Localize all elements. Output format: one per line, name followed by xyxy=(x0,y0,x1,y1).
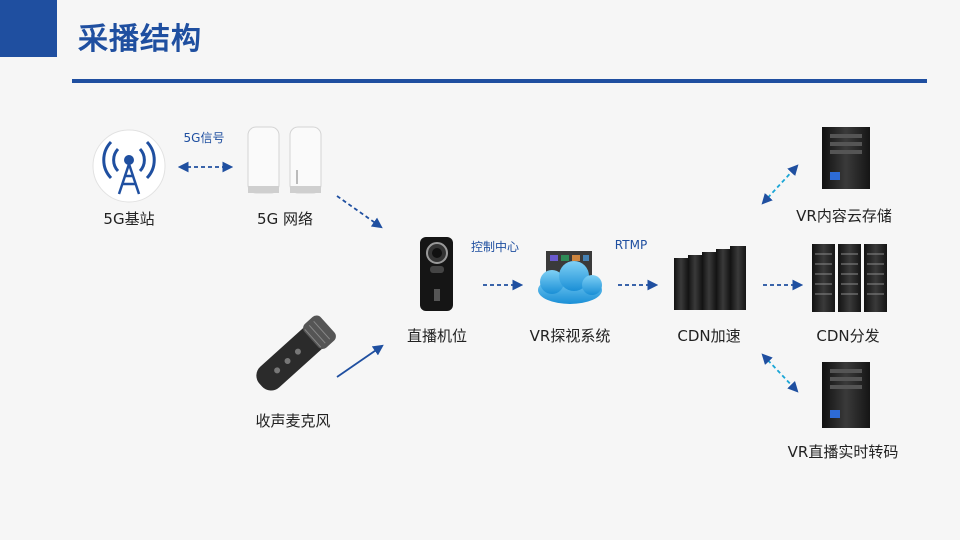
corner-accent-block xyxy=(0,0,57,57)
node-label-storage: VR内容云存储 xyxy=(796,207,892,225)
page-title: 采播结构 xyxy=(78,22,202,57)
arrow-cdn-storage xyxy=(761,164,799,205)
node-label-tower: 5G基站 xyxy=(103,210,155,228)
edge-label-control: 控制中心 xyxy=(470,240,520,254)
node-label-camera: 直播机位 xyxy=(406,327,468,345)
cloud-server-icon xyxy=(538,251,602,304)
arrow-mic-camera xyxy=(336,344,384,378)
vr-camera-icon xyxy=(420,237,453,311)
router-icon xyxy=(247,126,322,194)
node-label-transcode: VR直播实时转码 xyxy=(787,443,899,461)
storage-server-icon xyxy=(822,127,870,189)
node-label-router: 5G 网络 xyxy=(257,210,313,228)
cell-tower-icon xyxy=(92,129,166,203)
server-rack-icon xyxy=(674,246,746,310)
node-label-cdn-accel: CDN加速 xyxy=(677,327,741,345)
server-cluster-icon xyxy=(812,244,887,312)
edge-label-signal: 5G信号 xyxy=(183,131,225,145)
arrow-cdn-transcode xyxy=(761,353,799,393)
title-divider xyxy=(72,79,927,83)
node-label-mic: 收声麦克风 xyxy=(255,412,331,430)
node-label-cdn-dist: CDN分发 xyxy=(816,327,880,345)
microphone-icon xyxy=(256,315,336,391)
edge-label-rtmp: RTMP xyxy=(614,238,648,252)
node-label-vr-system: VR探视系统 xyxy=(529,327,611,345)
transcode-server-icon xyxy=(822,362,870,428)
arrow-router-camera xyxy=(336,195,383,229)
